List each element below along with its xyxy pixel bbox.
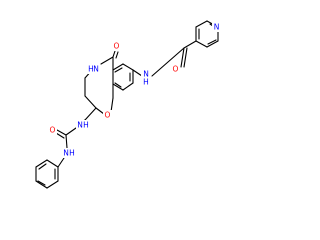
bond-line: [112, 50, 116, 58]
bond-line: [112, 83, 124, 91]
bond-line: [114, 82, 122, 88]
bond-line: [180, 47, 185, 68]
bond-line: [95, 107, 105, 115]
amide-nitrogen-label: N: [143, 70, 149, 79]
bond-line: [55, 132, 65, 139]
amide-nitrogen-h-label: H: [143, 78, 149, 87]
bond-line: [46, 180, 59, 189]
bond-line: [37, 180, 46, 186]
bond-line: [84, 95, 97, 109]
bond-line: [195, 20, 208, 28]
urea-oxygen-label: O: [50, 126, 56, 135]
bond-line: [35, 180, 48, 189]
bond-line: [122, 63, 134, 71]
bond-line: [206, 40, 219, 48]
bond-layer: [35, 20, 219, 189]
ring-ether-oxygen-label: O: [105, 111, 111, 120]
lactam-carbonyl-oxygen-label: O: [114, 42, 120, 51]
bond-line: [122, 82, 134, 91]
diagram-background: [0, 0, 300, 200]
bond-line: [207, 39, 217, 45]
bond-line: [183, 47, 188, 68]
bond-line: [151, 47, 185, 77]
bond-line: [65, 134, 68, 149]
bond-line: [46, 159, 59, 168]
bond-line: [100, 56, 114, 65]
bond-line: [195, 40, 208, 48]
bond-line: [132, 69, 143, 77]
lactam-hydrogen-label: H: [88, 65, 94, 74]
bond-line: [112, 63, 124, 71]
bond-line: [35, 159, 48, 168]
bond-line: [183, 40, 197, 49]
urea-nitrogen-1-label: N: [77, 121, 83, 130]
bond-line: [65, 127, 77, 136]
bond-line: [38, 163, 47, 170]
bond-line: [115, 51, 119, 59]
urea-nitrogen-1-h-label: H: [83, 121, 89, 130]
bond-line: [114, 67, 123, 73]
pyridine-nitrogen-label: N: [214, 23, 220, 32]
bond-line: [84, 107, 97, 121]
urea-nitrogen-2-h-label: H: [69, 149, 75, 158]
atom-label-layer: N O N H O H N O N H O N H: [48, 22, 221, 158]
amide-carbonyl-oxygen-label: O: [173, 65, 179, 74]
bond-line: [110, 97, 114, 113]
bond-line: [56, 129, 67, 136]
molecule-structure-diagram: N O N H O H N O N H O N H: [0, 0, 300, 200]
lactam-nitrogen-label: N: [93, 65, 99, 74]
urea-nitrogen-2-label: N: [63, 149, 69, 158]
bond-line: [57, 157, 65, 168]
